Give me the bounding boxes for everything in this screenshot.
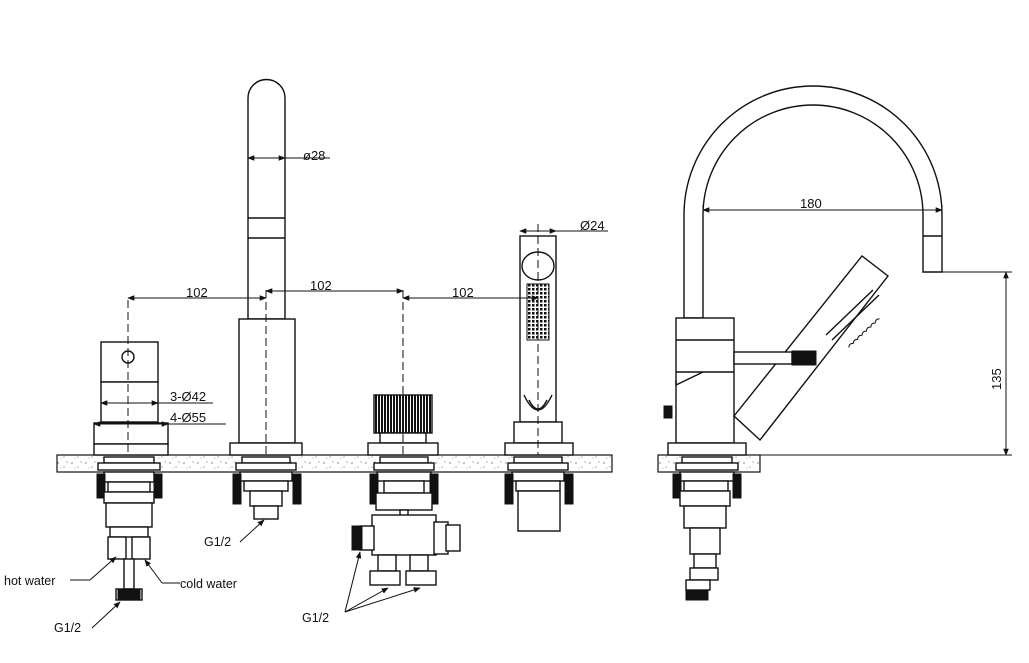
thread-label-diverter: G1/2 [302,611,329,625]
spout-side-view [663,85,943,456]
cold-water-label: cold water [180,577,237,591]
spacing-label-1: 102 [186,285,208,300]
reach-label: 180 [800,196,822,211]
dimension-lines [93,155,1012,456]
thread-label-left: G1/2 [54,621,81,635]
diverter-knob [367,290,439,456]
diverter-lever-side [733,350,817,366]
spout-front [229,78,303,456]
handshower-fixing [504,456,574,532]
thread-label-spout: G1/2 [204,535,231,549]
spout-diameter-label: ø28 [303,148,325,163]
spout-fixing [232,456,302,520]
hole-diameter-3-label: 3-Ø42 [170,389,206,404]
mixer-valve-body [96,456,163,601]
mixer-handle [93,300,169,456]
hole-diameter-4-label: 4-Ø55 [170,410,206,425]
handshower-front [504,224,574,456]
side-fixing [672,456,742,601]
handshower-diameter-label: Ø24 [580,218,605,233]
spacing-label-2: 102 [310,278,332,293]
diverter-valve-body [351,456,461,586]
hot-water-label: hot water [4,574,55,588]
leader-lines [70,519,421,629]
handshower-side-view [733,255,889,442]
deck-front [56,454,613,473]
spacing-label-3: 102 [452,285,474,300]
height-label: 135 [989,368,1004,390]
